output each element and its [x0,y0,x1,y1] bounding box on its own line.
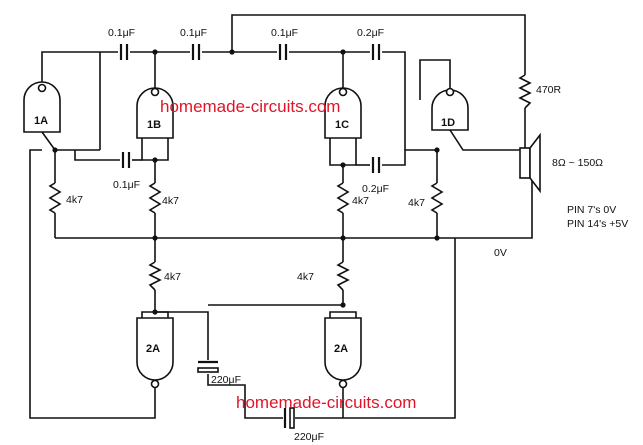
resistor-2a-left: 4k7 [148,261,181,291]
wire-0v-rail [55,175,533,239]
junction [340,235,346,241]
resistor-1d: 4k7 [408,182,444,214]
resistor-label: 470R [536,84,562,96]
wire-2a-left-out [29,149,156,419]
resistor-label: 4k7 [66,194,83,206]
wire-1d-input [419,59,451,100]
junction [152,309,158,315]
wire-1a-out [41,131,100,151]
wire-1b-legs [141,138,169,161]
resistor-label: 4k7 [408,197,425,209]
pin7-note: PIN 7's 0V [567,204,616,216]
junction [152,49,158,55]
gate-label: 1C [335,119,349,131]
wire-cap4-1d [382,51,437,151]
pin14-note: PIN 14's +5V [567,218,628,230]
gate-label: 1D [441,117,455,129]
wire-top-bus [231,14,526,75]
gate-label: 1A [34,115,48,127]
electrolytic-capacitor-left: 220μF [197,360,241,386]
wire-to-mid-cap [74,150,120,161]
nand-gate-2a-left: 2A [136,317,174,389]
junction [152,157,158,163]
junction [434,147,440,153]
junction [434,235,440,241]
capacitor-mid-right: 0.2μF [362,157,389,195]
junction [340,302,346,308]
gate-label: 2A [334,343,348,355]
resistor-label: 4k7 [162,195,179,207]
resistor-label: 4k7 [297,271,314,283]
wire-2a-right-in [329,311,357,318]
wire-elec-left-bottom [207,374,283,419]
nand-gate-1b: 1B [136,87,174,139]
capacitor-c3: 0.1μF [271,27,298,60]
nand-gate-1c: 1C [324,87,362,139]
speaker-icon: 8Ω ~ 150Ω [519,132,603,194]
resistor-1a: 4k7 [48,182,83,214]
resistor-label: 4k7 [352,195,369,207]
junction [152,235,158,241]
gate-label: 2A [146,343,160,355]
rail-label-0v: 0V [494,247,507,259]
gate-label: 1B [147,119,161,131]
watermark-bottom: homemade-circuits.com [236,393,416,412]
capacitor-c4: 0.2μF [357,27,384,60]
wire-mid-cap2-right [382,150,406,166]
wire-1a-input [41,51,118,85]
electrolytic-capacitor-bottom: 220μF [283,407,324,443]
wires [29,14,533,419]
junction [52,147,58,153]
junction [340,49,346,55]
junction [340,162,346,168]
wire-1d-out [449,129,525,151]
resistor-470r: 470R [518,74,562,109]
capacitor-mid-left: 0.1μF [113,152,140,191]
resistor-label: 4k7 [164,271,181,283]
capacitor-label: 0.1μF [108,27,135,39]
watermark-top: homemade-circuits.com [160,97,340,116]
junctions [52,49,440,315]
speaker-label: 8Ω ~ 150Ω [552,157,603,169]
wire-1c-legs [329,138,357,166]
capacitor-label: 220μF [211,374,241,386]
resistor-1b: 4k7 [148,182,179,214]
capacitor-label: 0.1μF [271,27,298,39]
capacitor-label: 0.2μF [357,27,384,39]
capacitor-label: 0.2μF [362,183,389,195]
resistor-2a-right: 4k7 [297,261,350,291]
junction [229,49,235,55]
nand-gate-1a: 1A [23,81,61,133]
resistor-1c: 4k7 [336,182,369,214]
nand-gate-2a-right: 2A [324,317,362,389]
capacitor-label: 220μF [294,431,324,443]
capacitor-c1: 0.1μF [108,27,135,60]
wire-elec-left-top [155,311,209,360]
capacitor-c2: 0.1μF [180,27,207,60]
wire-elec-bottom-right [295,238,456,419]
capacitor-label: 0.1μF [113,179,140,191]
capacitor-label: 0.1μF [180,27,207,39]
nand-gate-1d: 1D [431,87,469,131]
